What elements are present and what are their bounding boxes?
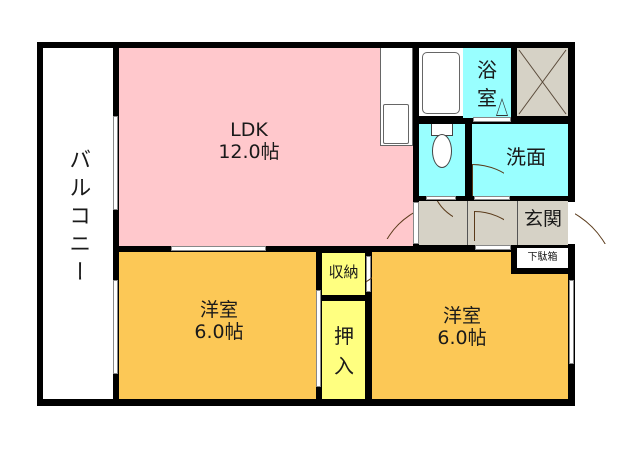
window-room2-east: [569, 280, 574, 364]
room-toilet: [419, 124, 465, 196]
hall-divider: [467, 201, 468, 245]
room-entrance: 玄関: [517, 201, 568, 245]
room-bath: 浴室: [463, 48, 511, 118]
room-western-1: 洋室 6.0帖: [119, 252, 316, 399]
entrance-label: 玄関: [523, 208, 562, 230]
room-washroom: 洗面: [472, 124, 568, 196]
room2-door: [475, 245, 511, 250]
room-ldk: LDK 12.0帖: [119, 48, 413, 246]
shoe-box-cover: 下駄箱: [517, 248, 568, 268]
closet: 押入: [322, 301, 365, 399]
utility-shaft: [517, 48, 568, 116]
western-room-1-label: 洋室 6.0帖: [194, 299, 244, 343]
toilet-bowl-icon: [432, 134, 452, 168]
bath-label: 浴室: [477, 58, 497, 110]
washroom-label: 洗面: [506, 145, 546, 169]
washroom-door: [474, 196, 510, 200]
bath-door: [473, 117, 511, 122]
front-door[interactable]: [568, 202, 575, 244]
ldk-door: [413, 202, 419, 244]
storage-label: 収納: [328, 263, 359, 281]
closet-label: 押入: [334, 324, 354, 378]
western-room-2-label: 洋室 6.0帖: [437, 305, 487, 349]
balcony: バルコニー: [43, 48, 113, 399]
bathtub-icon: [422, 52, 460, 114]
shoe-box-label-top: 下駄箱: [527, 252, 558, 263]
storage: 収納: [322, 253, 365, 295]
bath-door-inner: [497, 100, 507, 115]
cross-icon: [518, 49, 567, 115]
window-room1-balcony: [113, 280, 118, 374]
ldk-label: LDK 12.0帖: [218, 119, 280, 163]
window-ldk-balcony: [113, 116, 118, 210]
balcony-label: バルコニー: [65, 148, 91, 288]
sliding-door-ldk-room1: [171, 246, 266, 251]
room-entrance-hall: [419, 201, 517, 245]
room-western-2: 洋室 6.0帖: [372, 248, 568, 399]
closet-sliding-door: [316, 290, 321, 387]
bathtub-area: [419, 48, 463, 116]
kitchen-sink-icon: [383, 104, 409, 144]
toilet-door: [426, 196, 456, 200]
